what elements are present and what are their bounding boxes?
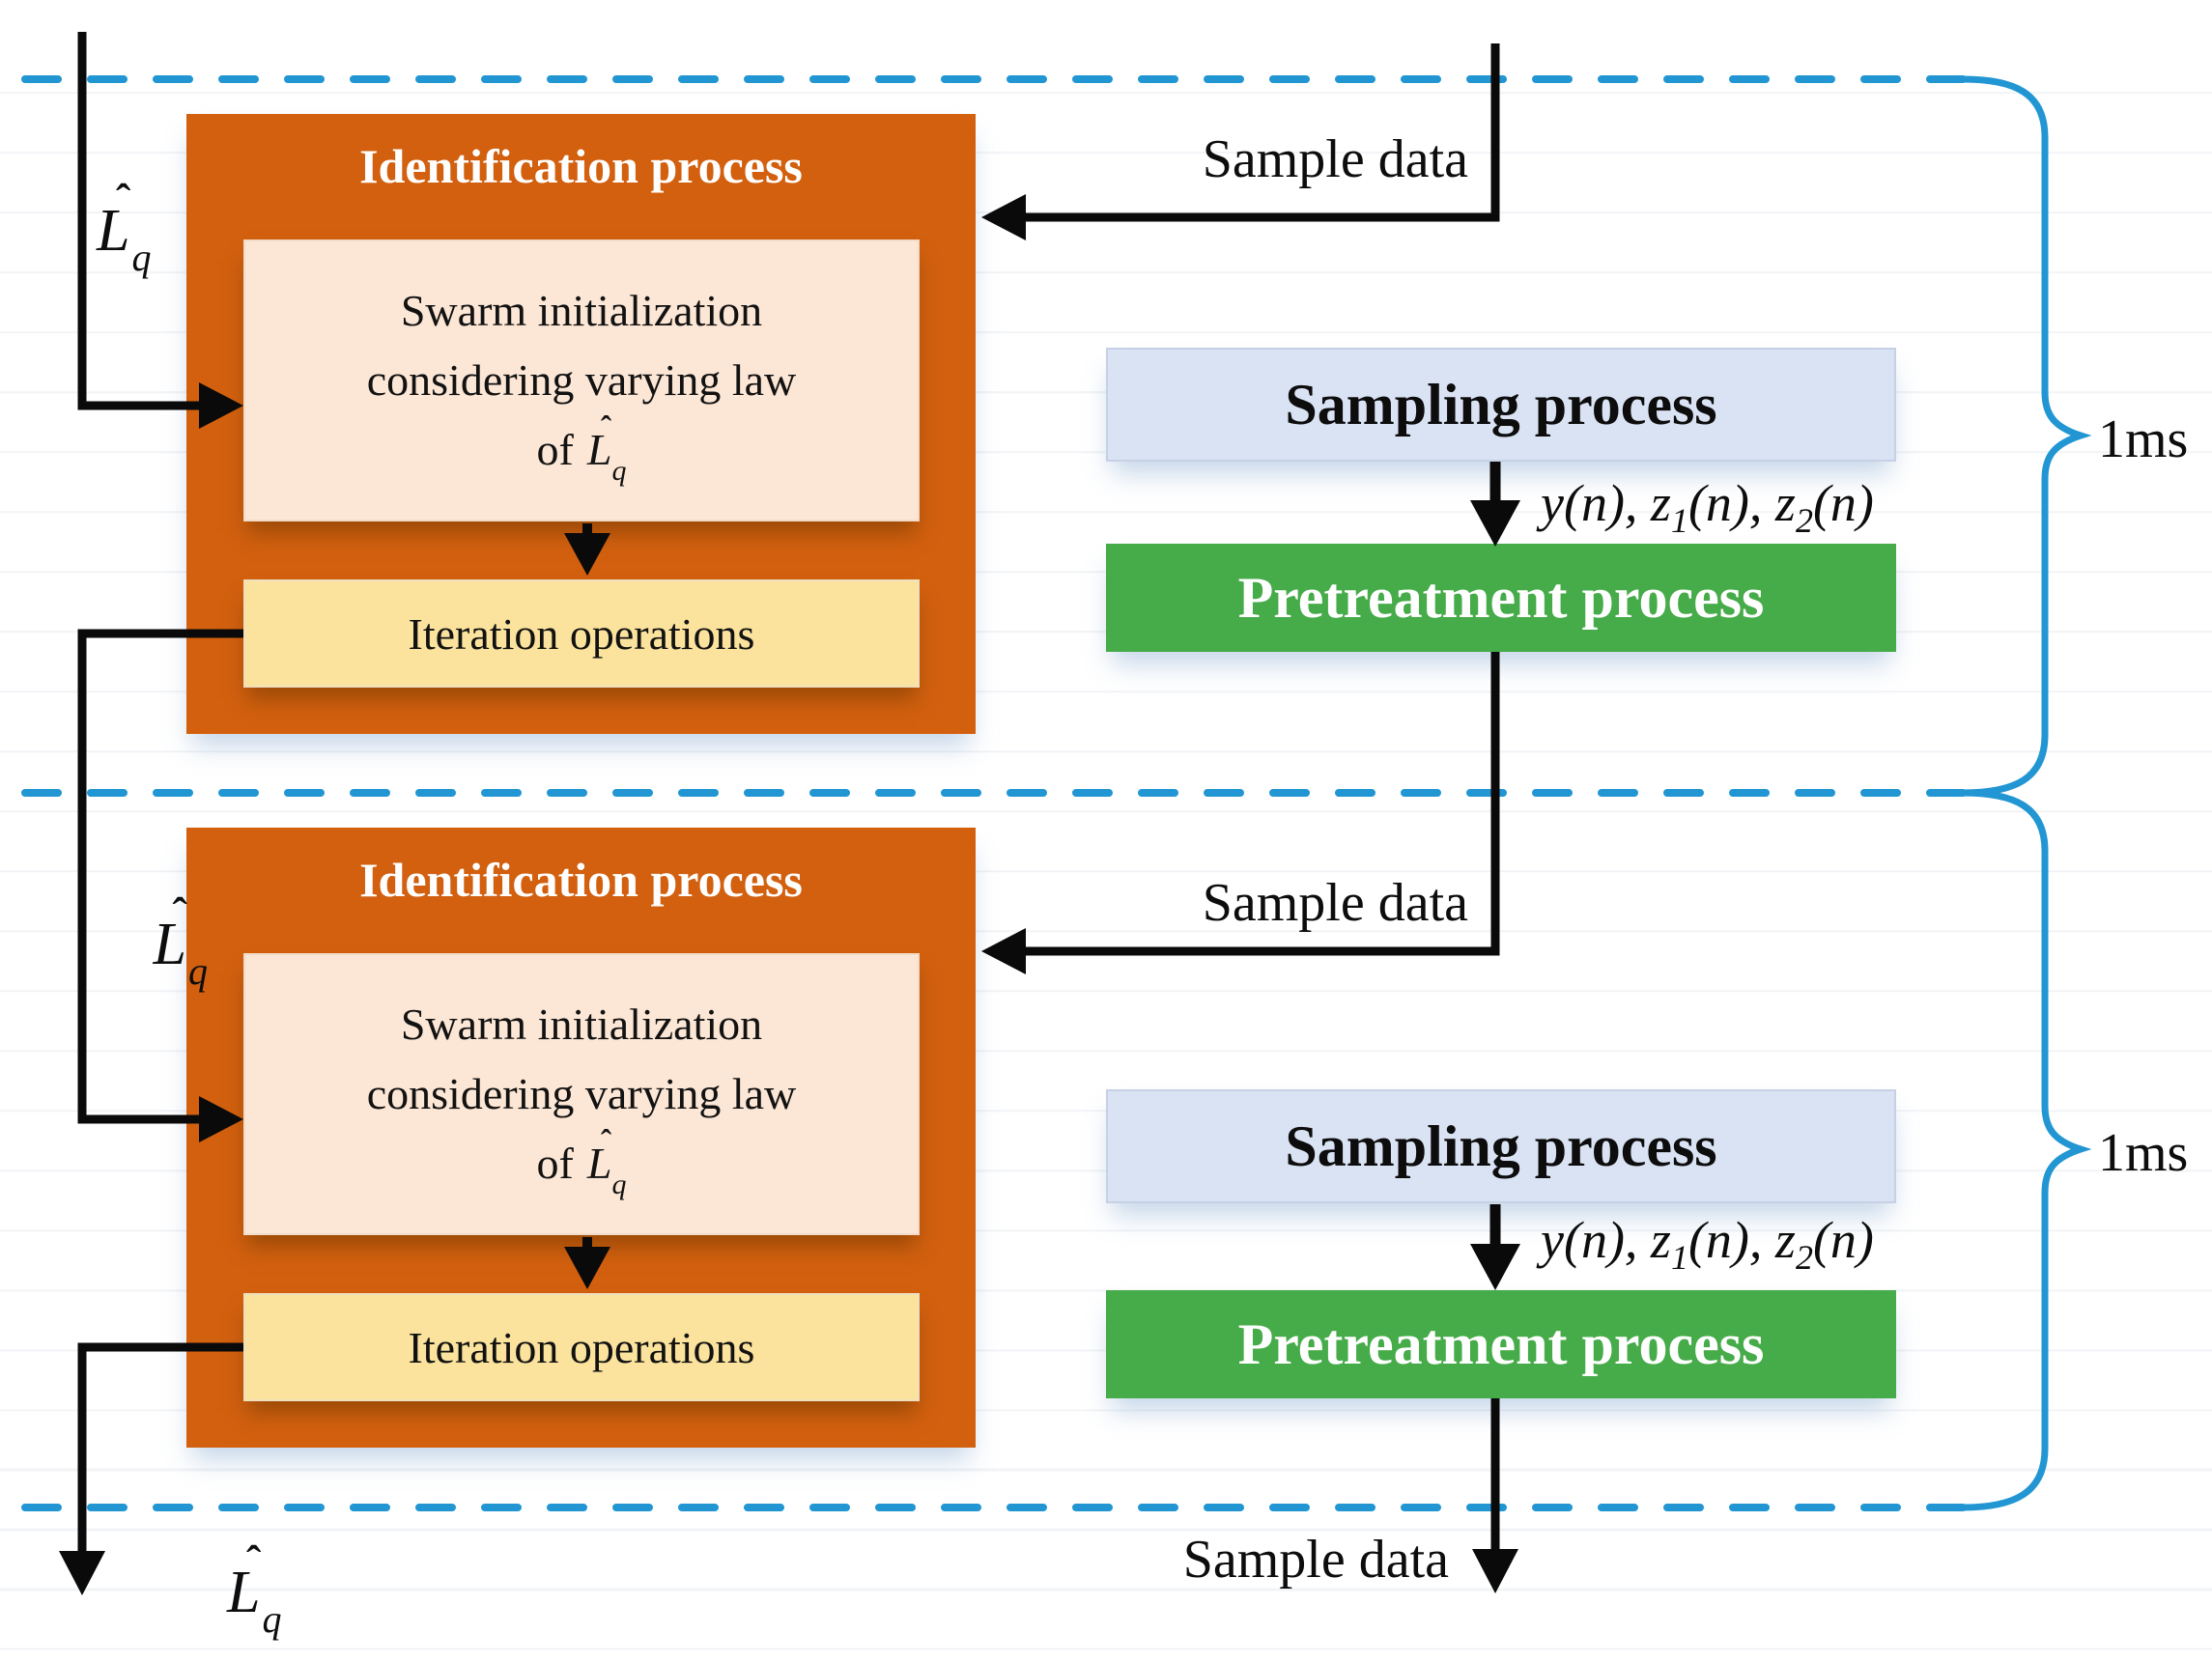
sampling-to-pretreatment-arrow-2: [1470, 1204, 1520, 1290]
signals-label-2: y(n), z1(n), z2(n): [1541, 1211, 1874, 1277]
period-duration-label-1: 1ms: [2098, 409, 2189, 469]
swarm-text-line1: Swarm initialization: [400, 1000, 763, 1049]
swarm-text-line2: considering varying law: [366, 1069, 797, 1118]
arrowhead-down-icon: [1472, 1549, 1518, 1593]
arrowhead-down-icon: [1470, 500, 1520, 547]
iteration-operations-box-2: Iteration operations: [243, 1293, 920, 1401]
period-brace-2: [1959, 789, 2092, 1511]
sample-data-label-2: Sample data: [1202, 873, 1468, 933]
sampling-process-box-2: Sampling process: [1106, 1089, 1896, 1203]
identification-title-2: Identification process: [359, 853, 803, 907]
arrowhead-left-icon: [981, 194, 1026, 240]
identification-process-box-2: Identification process Swarm initializat…: [186, 828, 976, 1448]
pretreatment-process-box-2: Pretreatment process: [1106, 1290, 1896, 1398]
iteration-operations-box-1: Iteration operations: [243, 579, 920, 688]
hat-accent-icon: ˆ: [172, 888, 187, 938]
sample-data-label-3: Sample data: [1182, 1530, 1449, 1590]
arrowhead-down-icon: [1470, 1244, 1520, 1290]
hat-accent-icon: ˆ: [600, 1124, 612, 1160]
hat-accent-icon: ˆ: [245, 1536, 262, 1586]
identification-title-1: Identification process: [359, 139, 803, 193]
swarm-initialization-box-1: Swarm initialization considering varying…: [243, 239, 920, 521]
signals-label-1: y(n), z1(n), z2(n): [1541, 474, 1874, 540]
identification-process-box-1: Identification process Swarm initializat…: [186, 114, 976, 734]
sample-data-label-1: Sample data: [1202, 129, 1468, 189]
arrowhead-down-icon: [59, 1551, 105, 1595]
arrowhead-left-icon: [981, 928, 1026, 974]
swarm-text-line1: Swarm initialization: [400, 286, 763, 335]
period-brace-1: [1959, 75, 2092, 797]
swarm-text-line2: considering varying law: [366, 355, 797, 405]
swarm-initialization-box-2: Swarm initialization considering varying…: [243, 953, 920, 1235]
hat-accent-icon: ˆ: [116, 175, 131, 224]
period-duration-label-2: 1ms: [2098, 1123, 2189, 1183]
sample-data-connector-3: [1472, 1398, 1518, 1593]
sampling-process-box-1: Sampling process: [1106, 348, 1896, 462]
hat-accent-icon: ˆ: [600, 410, 612, 446]
pretreatment-process-box-1: Pretreatment process: [1106, 544, 1896, 652]
sampling-to-pretreatment-arrow-1: [1470, 462, 1520, 547]
